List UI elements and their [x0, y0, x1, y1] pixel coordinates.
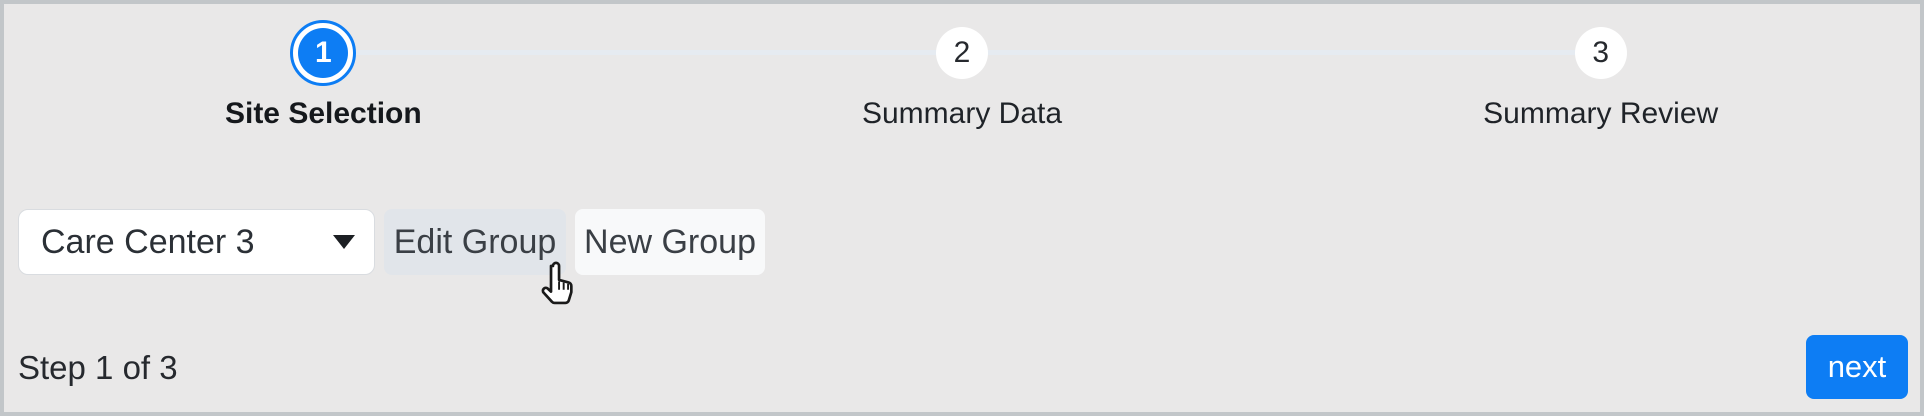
new-group-button[interactable]: New Group [575, 209, 765, 275]
step-1-label: Site Selection [224, 97, 422, 130]
stepper: 1 Site Selection 2 Summary Data 3 Summar… [4, 20, 1920, 131]
step-2-label: Summary Data [861, 97, 1063, 130]
step-3-circle: 3 [1574, 21, 1627, 85]
next-button[interactable]: next [1806, 335, 1908, 399]
step-1-number: 1 [298, 28, 349, 78]
site-group-select[interactable]: Care Center 3 [18, 209, 375, 275]
step-summary-data[interactable]: 2 Summary Data [643, 21, 1282, 131]
step-site-selection[interactable]: 1 Site Selection [4, 20, 643, 131]
step-1-active-ring: 1 [290, 20, 357, 86]
step-1-circle: 1 [290, 20, 357, 86]
step-summary-review[interactable]: 3 Summary Review [1281, 21, 1920, 131]
caret-down-icon [333, 235, 355, 249]
step-2-number: 2 [936, 27, 988, 79]
edit-group-button[interactable]: Edit Group [384, 209, 566, 275]
step-progress-text: Step 1 of 3 [18, 349, 178, 386]
site-controls-row: Care Center 3 Edit Group New Group [18, 209, 765, 275]
step-3-label: Summary Review [1483, 97, 1719, 130]
step-3-number: 3 [1574, 27, 1627, 79]
step-2-circle: 2 [936, 21, 988, 85]
site-group-select-value: Care Center 3 [41, 222, 255, 261]
